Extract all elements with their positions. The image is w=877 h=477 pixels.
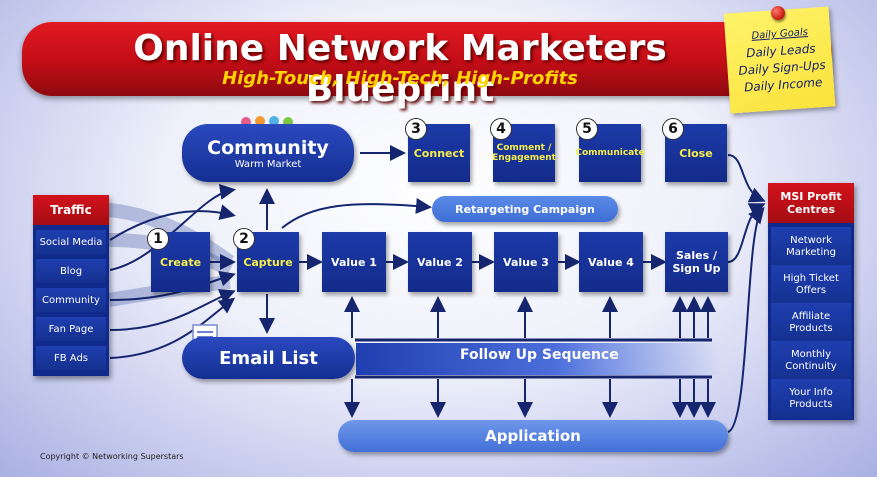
page-title: Online Network Marketers Blueprint: [133, 28, 667, 110]
step-label: Connect: [413, 146, 465, 160]
step-number: 4: [490, 118, 512, 140]
step-value-1: Value 1: [322, 232, 386, 292]
step-number: 2: [233, 228, 255, 250]
step-label: Capture: [243, 255, 293, 269]
step-sales-sign-up: Sales / Sign Up: [665, 232, 728, 292]
msi-item: Monthly Continuity: [771, 341, 851, 381]
step-label: Value 3: [503, 255, 549, 269]
step-value-2: Value 2: [408, 232, 472, 292]
application-pill: Application: [338, 420, 728, 452]
step-value-4: Value 4: [579, 232, 643, 292]
retargeting-campaign-pill: Retargeting Campaign: [432, 196, 618, 222]
step-create: Create: [151, 232, 210, 292]
traffic-heading: Traffic: [33, 195, 109, 225]
step-label: Sales / Sign Up: [672, 249, 721, 275]
follow-up-band: [356, 343, 721, 375]
step-label: Create: [159, 255, 202, 269]
community-pill: Community Warm Market: [182, 124, 354, 182]
step-number: 6: [662, 118, 684, 140]
step-label: Value 2: [417, 255, 463, 269]
msi-item: Network Marketing: [771, 227, 851, 267]
community-label: Community: [207, 136, 329, 159]
email-list-label: Email List: [219, 347, 318, 369]
traffic-item: Social Media: [36, 230, 106, 254]
step-value-3: Value 3: [494, 232, 558, 292]
step-number: 1: [147, 228, 169, 250]
retargeting-label: Retargeting Campaign: [455, 202, 595, 216]
step-number: 5: [576, 118, 598, 140]
traffic-panel: [33, 195, 109, 376]
msi-heading: MSI Profit Centres: [768, 183, 854, 223]
msi-item: High Ticket Offers: [771, 265, 851, 305]
title-banner: [22, 22, 832, 96]
step-number: 3: [405, 118, 427, 140]
step-label: Communicate: [575, 148, 645, 158]
pushpin-icon: [771, 6, 785, 20]
copyright-text: Copyright © Networking Superstars: [40, 452, 184, 461]
traffic-item: Community: [36, 288, 106, 312]
step-label: Value 1: [331, 255, 377, 269]
community-sublabel: Warm Market: [234, 158, 302, 170]
daily-goals-note: Daily Goals Daily Leads Daily Sign-Ups D…: [723, 6, 836, 114]
page-subtitle: High-Touch, High-Tech, High-Profits: [222, 68, 578, 89]
traffic-item: Blog: [36, 259, 106, 283]
step-label: Comment / Engagement: [492, 143, 556, 163]
application-label: Application: [485, 427, 581, 445]
traffic-item: FB Ads: [36, 346, 106, 370]
msi-item: Your Info Products: [771, 379, 851, 419]
msi-item: Affiliate Products: [771, 303, 851, 343]
step-label: Close: [679, 146, 713, 160]
follow-up-label: Follow Up Sequence: [460, 347, 619, 363]
traffic-item: Fan Page: [36, 317, 106, 341]
step-label: Value 4: [588, 255, 634, 269]
email-list-pill: Email List: [182, 337, 355, 379]
